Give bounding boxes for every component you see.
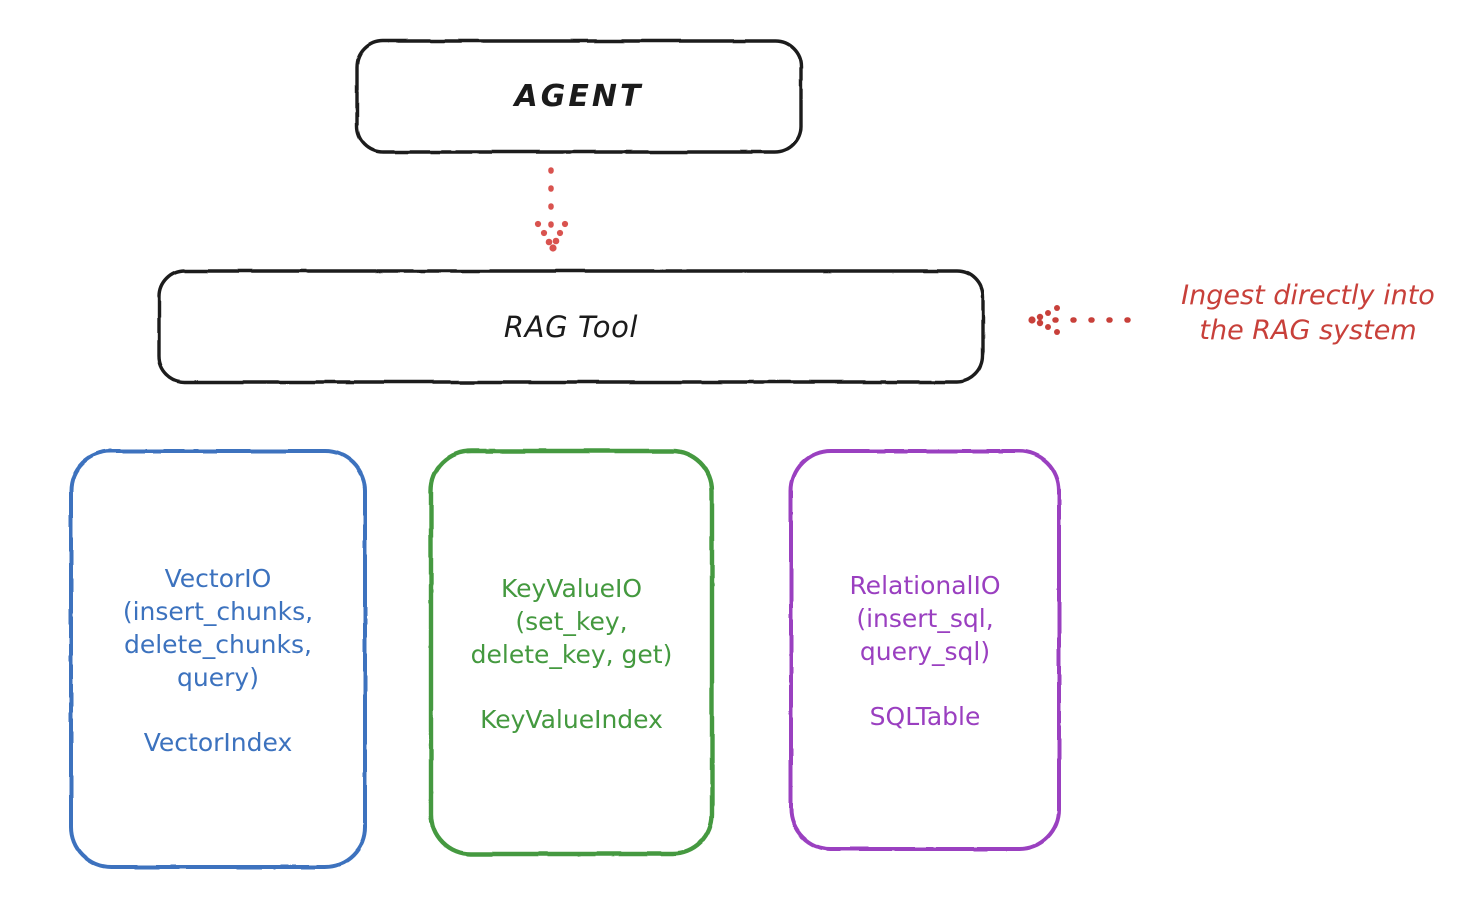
node-rag-tool[interactable]: RAG Tool bbox=[158, 270, 984, 383]
rag-tool-box-outline bbox=[157, 269, 985, 384]
node-key-value-io[interactable]: KeyValueIO (set_key, delete_key, get) Ke… bbox=[430, 450, 713, 855]
vector-io-label: VectorIO (insert_chunks, delete_chunks, … bbox=[122, 563, 314, 692]
relational-io-box-outline bbox=[789, 449, 1061, 851]
agent-to-rag-tool-arrow bbox=[534, 167, 569, 252]
relational-io-label: RelationalIO (insert_sql, query_sql) bbox=[849, 571, 1001, 666]
node-vector-io[interactable]: VectorIO (insert_chunks, delete_chunks, … bbox=[70, 450, 366, 868]
vector-io-box-outline bbox=[69, 449, 367, 869]
ingest-annotation: Ingest directly into the RAG system bbox=[1181, 280, 1435, 347]
agent-label: AGENT bbox=[514, 79, 644, 114]
node-agent[interactable]: AGENT bbox=[356, 40, 802, 153]
vector-io-sub-label: VectorIndex bbox=[143, 727, 293, 757]
node-relational-io[interactable]: RelationalIO (insert_sql, query_sql) SQL… bbox=[790, 450, 1060, 850]
key-value-io-label: KeyValueIO (set_key, delete_key, get) bbox=[470, 573, 673, 669]
rag-tool-label: RAG Tool bbox=[503, 309, 639, 344]
key-value-io-sub-label: KeyValueIndex bbox=[480, 704, 663, 734]
ingest-to-rag-tool-arrow bbox=[1028, 305, 1131, 335]
relational-io-sub-label: SQLTable bbox=[869, 702, 981, 731]
agent-box-outline bbox=[355, 39, 803, 154]
key-value-io-box-outline bbox=[428, 448, 715, 857]
